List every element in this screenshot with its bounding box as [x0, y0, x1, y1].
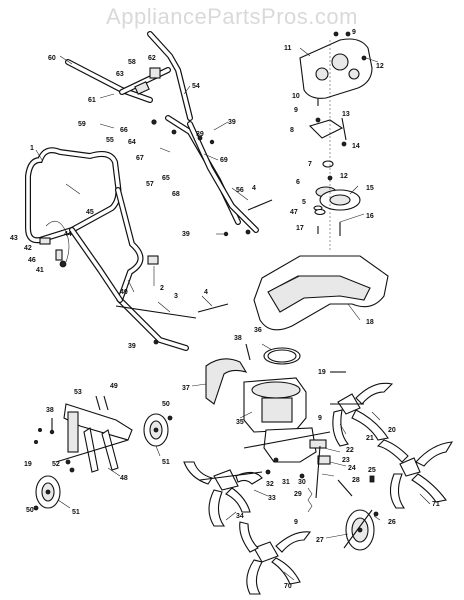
callout-53: 53 [74, 389, 82, 396]
callout-19: 19 [24, 461, 32, 468]
callout-17: 17 [296, 225, 304, 232]
callout-22: 22 [346, 447, 354, 454]
callout-12: 12 [340, 173, 348, 180]
callout-11: 11 [284, 45, 292, 52]
callout-52: 52 [52, 461, 60, 468]
callout-9: 9 [294, 107, 298, 114]
tine-set-20-21 [330, 382, 394, 447]
callout-14: 14 [352, 143, 360, 150]
callout-7: 7 [308, 161, 312, 168]
callout-28: 28 [352, 477, 360, 484]
callout-2: 2 [160, 285, 164, 292]
callout-46: 46 [28, 257, 36, 264]
callout-18: 18 [366, 319, 374, 326]
tine-set-71 [376, 439, 454, 509]
callout-42: 42 [24, 245, 32, 252]
callout-5: 5 [302, 199, 306, 206]
callout-20: 20 [388, 427, 396, 434]
leader-lines [35, 47, 431, 581]
callout-39: 39 [182, 231, 190, 238]
callout-16: 16 [366, 213, 374, 220]
callout-43: 43 [10, 235, 18, 242]
callout-65: 65 [162, 175, 170, 182]
callout-44: 44 [64, 231, 72, 238]
callout-10: 10 [292, 93, 300, 100]
callout-49: 49 [110, 383, 118, 390]
callout-39: 39 [228, 119, 236, 126]
callout-40: 40 [120, 289, 128, 296]
callout-36: 36 [254, 327, 262, 334]
callout-29: 29 [294, 491, 302, 498]
callout-8: 8 [290, 127, 294, 134]
callout-50: 50 [162, 401, 170, 408]
callout-3: 3 [174, 293, 178, 300]
callout-38: 38 [234, 335, 242, 342]
engine-transmission [205, 343, 375, 513]
callout-33: 33 [268, 495, 276, 502]
callout-41: 41 [36, 267, 44, 274]
watermark-text: AppliancePartsPros.com [106, 4, 358, 29]
callout-23: 23 [342, 457, 350, 464]
callout-39: 39 [128, 343, 136, 350]
callout-70: 70 [284, 583, 292, 590]
callout-51: 51 [72, 509, 80, 516]
callout-61: 61 [88, 97, 96, 104]
callout-56: 56 [236, 187, 244, 194]
callout-13: 13 [342, 111, 350, 118]
callout-57: 57 [146, 181, 154, 188]
callout-12: 12 [376, 63, 384, 70]
callout-64: 64 [128, 139, 136, 146]
callout-34: 34 [236, 513, 244, 520]
callout-9: 9 [318, 415, 322, 422]
callout-19: 19 [318, 369, 326, 376]
tine-shield [253, 255, 389, 331]
callout-9: 9 [294, 519, 298, 526]
callout-26: 26 [388, 519, 396, 526]
callout-67: 67 [136, 155, 144, 162]
callout-66: 66 [120, 127, 128, 134]
callout-47: 47 [290, 209, 298, 216]
callout-69: 69 [220, 157, 228, 164]
callout-50: 50 [26, 507, 34, 514]
callout-9: 9 [352, 29, 356, 36]
callout-58: 58 [128, 59, 136, 66]
callout-35: 35 [236, 419, 244, 426]
callout-4: 4 [204, 289, 208, 296]
callout-68: 68 [172, 191, 180, 198]
upper-handle-assembly [65, 31, 259, 233]
callout-60: 60 [48, 55, 56, 62]
callout-25: 25 [368, 467, 376, 474]
callout-38: 38 [46, 407, 54, 414]
callout-32: 32 [266, 481, 274, 488]
callout-71: 71 [432, 501, 440, 508]
tine-set-70 [239, 521, 312, 595]
callout-51: 51 [162, 459, 170, 466]
callout-31: 31 [282, 479, 290, 486]
callout-48: 48 [120, 475, 128, 482]
callout-1: 1 [30, 145, 34, 152]
depth-wheel [343, 509, 379, 551]
callout-45: 45 [86, 209, 94, 216]
callout-55: 55 [106, 137, 114, 144]
tine-set-33-34 [183, 461, 263, 527]
engine-cover-assembly [299, 31, 373, 250]
main-handle-frame [25, 147, 229, 351]
callout-21: 21 [366, 435, 374, 442]
callout-63: 63 [116, 71, 124, 78]
callout-59: 59 [78, 121, 86, 128]
callout-6: 6 [296, 179, 300, 186]
callout-4: 4 [252, 185, 256, 192]
callout-labels: 1 2 3 4 4 5 6 7 8 9 9 9 9 10 11 12 12 13… [10, 29, 440, 590]
callout-24: 24 [348, 465, 356, 472]
callout-39: 39 [196, 131, 204, 138]
callout-27: 27 [316, 537, 324, 544]
callout-54: 54 [192, 83, 200, 90]
transport-wheel-assembly [33, 395, 173, 511]
callout-62: 62 [148, 55, 156, 62]
callout-15: 15 [366, 185, 374, 192]
callout-37: 37 [182, 385, 190, 392]
callout-30: 30 [298, 479, 306, 486]
